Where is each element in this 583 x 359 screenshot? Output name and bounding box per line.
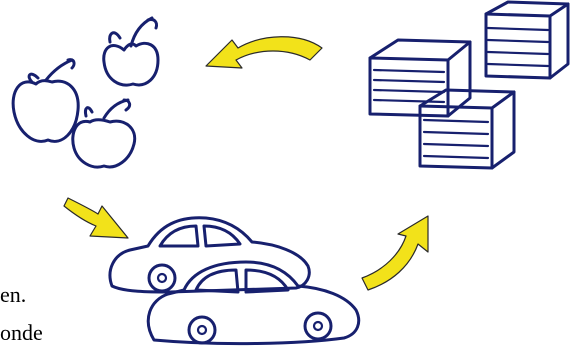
apple-icon bbox=[104, 18, 158, 85]
curved-arrow-icon bbox=[64, 198, 128, 238]
caption-line-1: en. bbox=[0, 284, 26, 306]
car-icon bbox=[148, 262, 358, 344]
apple-icon bbox=[13, 60, 78, 142]
crate-icon bbox=[486, 2, 568, 78]
caption-line-2: onde bbox=[0, 322, 43, 344]
curved-arrow-icon bbox=[362, 216, 428, 290]
curved-arrow-icon bbox=[206, 37, 322, 68]
apple-icon bbox=[73, 100, 135, 167]
